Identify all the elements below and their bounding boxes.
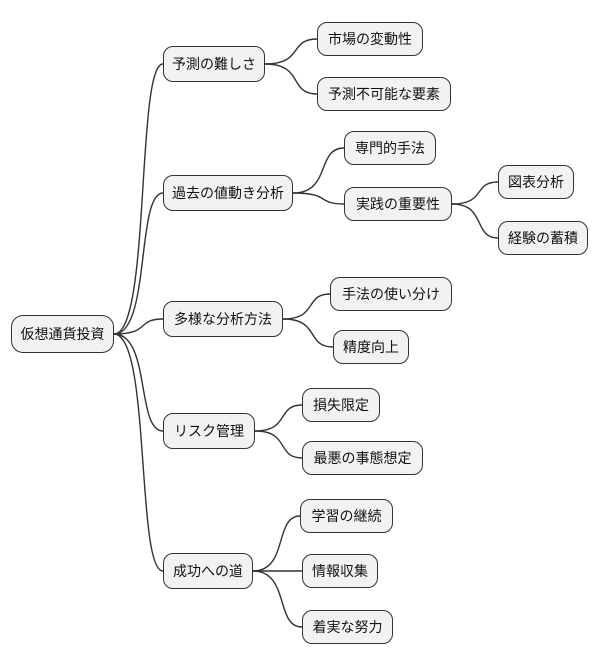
- mindmap-node-label: 着実な努力: [312, 619, 383, 635]
- mindmap-node-label: 精度向上: [343, 339, 399, 355]
- mindmap-node-yosoku: 予測の難しさ: [163, 46, 265, 82]
- mindmap-node-shijou: 市場の変動性: [317, 22, 423, 56]
- mindmap-node-label: 手法の使い分け: [342, 286, 440, 302]
- edge-tayou-shuhou: [282, 293, 331, 320]
- edge-root-risk: [113, 333, 164, 432]
- mindmap-node-label: 学習の継続: [311, 508, 382, 524]
- mindmap-node-tayou: 多様な分析方法: [163, 301, 283, 337]
- edge-yosoku-shijou: [264, 38, 318, 65]
- mindmap-node-root: 仮想通貨投資: [11, 315, 114, 353]
- mindmap-node-label: リスク管理: [174, 423, 244, 439]
- edge-kako-senmon: [292, 147, 345, 194]
- mindmap-node-label: 予測の難しさ: [172, 56, 256, 72]
- mindmap-node-seikou: 成功への道: [163, 553, 253, 589]
- mindmap-node-label: 予測不可能な要素: [328, 86, 440, 102]
- edge-root-seikou: [113, 333, 164, 572]
- mindmap-node-chakujitsu: 着実な努力: [302, 610, 393, 644]
- mindmap-node-jissen: 実践の重要性: [344, 187, 452, 221]
- mindmap-node-fukanou: 予測不可能な要素: [317, 77, 451, 111]
- mindmap-node-label: 多様な分析方法: [174, 311, 272, 327]
- mindmap-node-senmon: 専門的手法: [344, 131, 436, 165]
- mindmap-node-label: 最悪の事態想定: [313, 450, 412, 466]
- mindmap-node-keiken: 経験の蓄積: [498, 221, 588, 255]
- edge-root-yosoku: [113, 63, 164, 335]
- mindmap-node-sonshitsu: 損失限定: [302, 388, 380, 422]
- mindmap-node-kako: 過去の値動き分析: [163, 175, 293, 211]
- edge-seikou-gakushuu: [252, 515, 301, 572]
- mindmap-node-gakushuu: 学習の継続: [300, 499, 393, 533]
- edge-tayou-seido: [282, 318, 334, 348]
- mindmap-node-label: 損失限定: [313, 397, 369, 413]
- mindmap-node-label: 実践の重要性: [356, 196, 440, 212]
- mindmap-node-label: 図表分析: [508, 174, 564, 190]
- mindmap-node-zuhyou: 図表分析: [498, 165, 574, 199]
- mindmap-node-jouhou: 情報収集: [302, 554, 378, 588]
- mindmap-node-seido: 精度向上: [333, 330, 409, 364]
- mindmap-node-label: 情報収集: [312, 563, 368, 579]
- mindmap-node-label: 成功への道: [173, 563, 243, 579]
- edge-root-tayou: [113, 318, 164, 335]
- edge-jissen-keiken: [451, 203, 499, 239]
- edge-yosoku-fukanou: [264, 63, 318, 95]
- mindmap-node-label: 市場の変動性: [328, 31, 412, 47]
- edge-root-kako: [113, 192, 164, 335]
- mindmap-node-shuhou: 手法の使い分け: [330, 277, 452, 311]
- edge-risk-saiaku: [254, 430, 303, 459]
- edge-kako-jissen: [292, 192, 345, 205]
- mindmap-node-risk: リスク管理: [163, 413, 255, 449]
- mindmap-node-label: 過去の値動き分析: [172, 185, 284, 201]
- edge-jissen-zuhyou: [451, 181, 499, 205]
- mindmap-node-saiaku: 最悪の事態想定: [302, 441, 423, 475]
- mindmap-node-label: 専門的手法: [355, 140, 425, 156]
- edge-seikou-chakujitsu: [252, 570, 303, 628]
- edge-risk-sonshitsu: [254, 404, 303, 432]
- mindmap-node-label: 経験の蓄積: [508, 230, 578, 246]
- mindmap-node-label: 仮想通貨投資: [20, 326, 105, 342]
